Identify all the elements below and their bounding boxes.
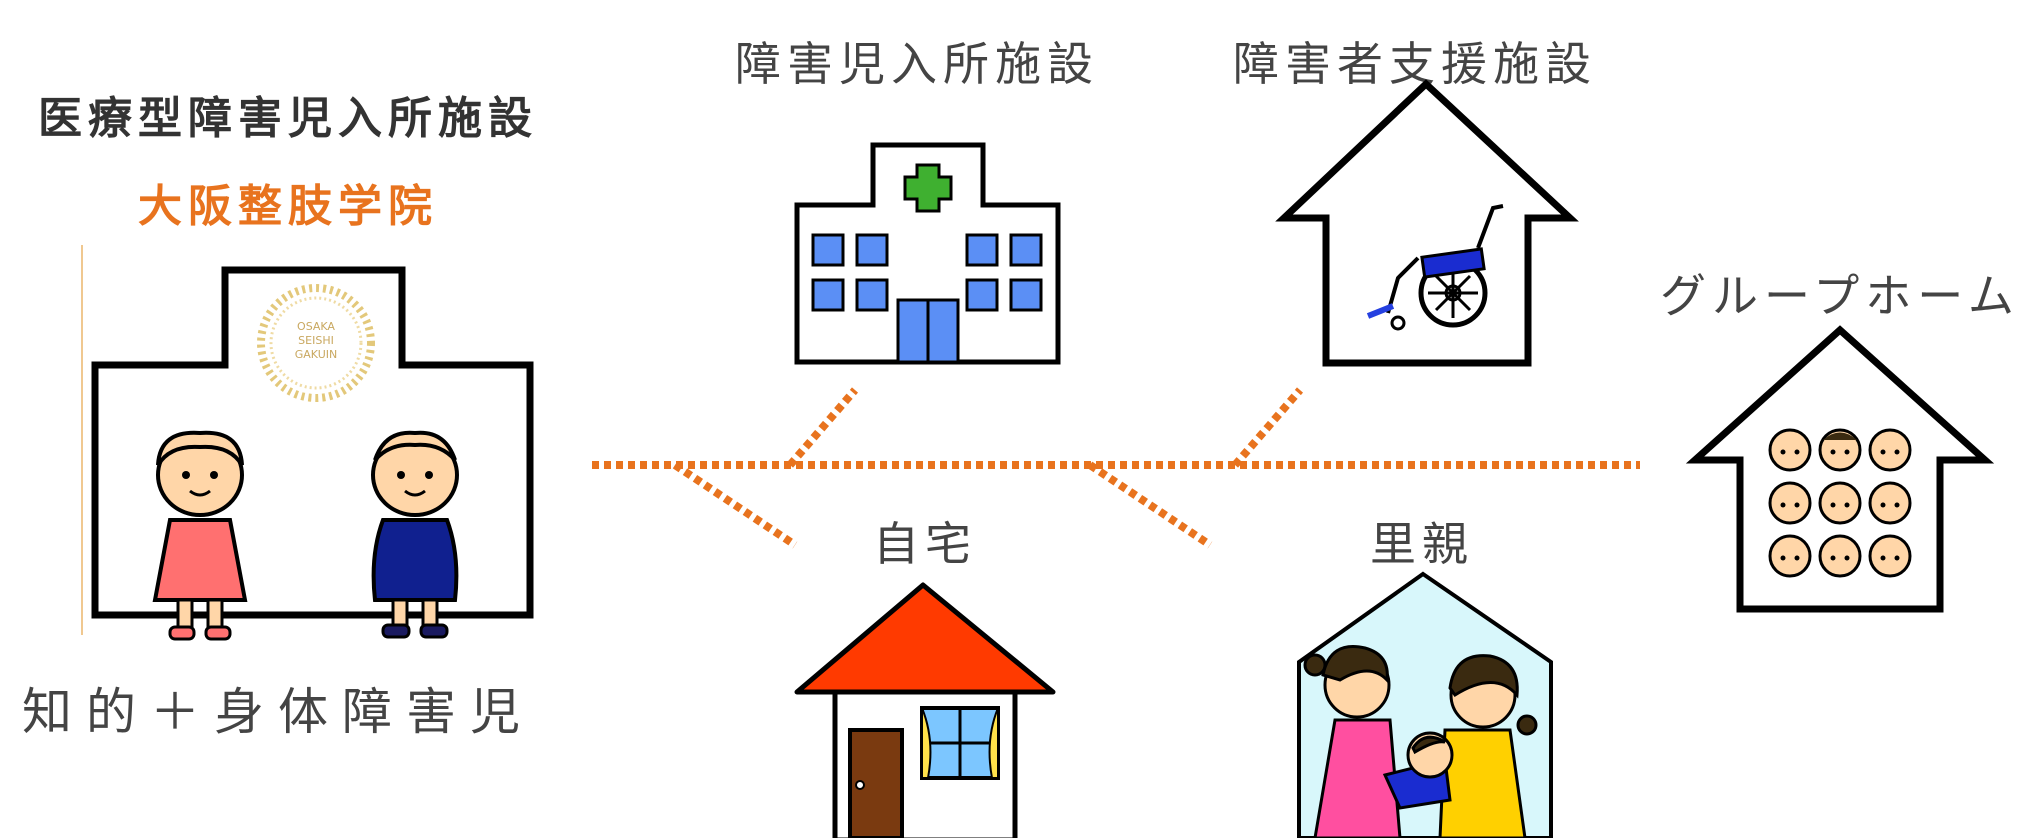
parent-left [1303,645,1402,838]
wheelchair-icon [1366,204,1504,331]
label-foster: 里親 [1370,517,1474,571]
house-icon [794,582,1056,838]
children-caption: 知的＋身体障害児 [22,683,534,741]
wheelchair-house-icon [1275,79,1579,367]
label-group-home: グループホーム [1660,269,2020,323]
seal-text: OSAKA SEISHI GAKUIN [294,320,338,361]
group-home-icon [1685,325,1995,613]
baby [1382,731,1454,810]
label-children-facility: 障害児入所施設 [735,37,1099,91]
boy-figure [371,430,459,639]
hospital-icon [794,142,1061,365]
seal-logo [257,284,375,402]
foster-family-icon [1297,571,1553,838]
faces-grid [1768,428,1912,578]
label-home: 自宅 [873,517,977,571]
facility-type-heading: 医療型障害児入所施設 [38,93,538,144]
parent-right [1438,654,1538,838]
facility-name: 大阪整肢学院 [138,181,438,232]
girl-figure [152,430,248,641]
facility-building-icon [81,245,534,641]
label-adult-facility: 障害者支援施設 [1233,37,1597,91]
